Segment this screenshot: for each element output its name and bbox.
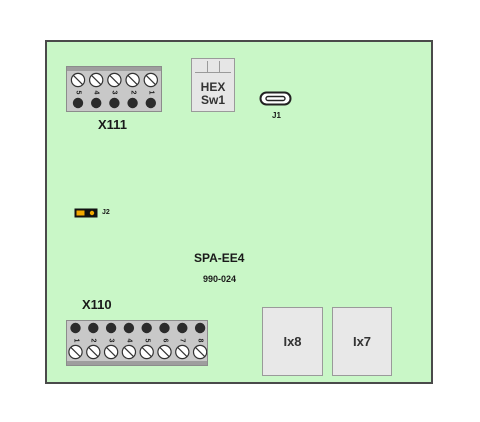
j1-jumper-icon[interactable] [259,91,293,107]
terminal-screw-slot [145,74,156,86]
terminal-screw-slot [70,346,81,358]
hex-switch-top [195,61,231,73]
x111-terminal-graphic [67,67,161,109]
j2-jumper-icon[interactable] [74,208,98,218]
terminal-pin-dot [159,322,170,334]
x110-pin-number: 3 [107,338,115,343]
terminal-screw-slot [123,346,134,358]
terminal-pin-dot [91,97,102,109]
terminal-screw-slot [195,346,206,358]
j1-label: J1 [272,111,281,120]
x111-pin-number: 1 [147,90,155,95]
x110-pin-number: 4 [125,338,133,343]
terminal-screw-slot [106,346,117,358]
terminal-pin-dot [70,322,81,334]
j2-label: J2 [102,209,110,216]
terminal-screw-slot [159,346,170,358]
terminal-pin-dot [72,97,84,109]
terminal-screw-slot [88,346,99,358]
x110-terminal-graphic [67,322,207,365]
ix8-label: Ix8 [283,334,302,349]
hex-switch-label-sw1: Sw1 [200,93,225,107]
x110-pin-number: 2 [89,338,97,343]
x110-label: X110 [82,297,112,312]
ix7-label: Ix7 [352,334,372,349]
terminal-screw-slot [141,346,152,358]
terminal-pin-dot [141,322,152,334]
terminal-pin-dot [145,97,156,109]
ix7-jack[interactable]: Ix7 [332,307,392,376]
x111-pin-number: 3 [110,90,118,95]
terminal-pin-dot [88,322,99,334]
terminal-pin-dot [105,322,117,334]
board-part-number: 990-024 [203,274,237,284]
x111-pin-number: 2 [129,90,137,95]
hex-switch-label-hex: HEX [200,80,226,94]
x111-terminal-block: 5 4 3 2 1 [66,66,162,112]
x110-terminal-block: 1 2 3 4 5 6 7 8 [66,320,208,366]
x110-pin-number: 8 [196,338,204,343]
terminal-screw-slot [127,74,138,86]
x110-pin-number: 5 [143,338,151,343]
x111-label: X111 [98,117,127,132]
ix8-jack[interactable]: Ix8 [262,307,323,376]
x110-pin-number: 1 [72,338,79,343]
x111-pin-number: 4 [92,90,100,95]
terminal-screw-slot [72,74,84,86]
terminal-pin-dot [194,322,206,334]
x111-pin-number: 5 [74,90,82,95]
x110-pin-number: 7 [178,338,186,343]
x110-pin-number: 6 [161,338,168,343]
terminal-pin-dot [123,322,135,334]
terminal-pin-dot [109,97,120,109]
terminal-screw-slot [91,74,102,86]
terminal-screw-slot [177,346,188,358]
hex-switch-sw1[interactable]: HEX Sw1 [191,58,235,112]
terminal-screw-slot [109,74,120,86]
board-name: SPA-EE4 [194,251,245,265]
terminal-pin-dot [127,97,138,109]
terminal-pin-dot [177,322,188,334]
